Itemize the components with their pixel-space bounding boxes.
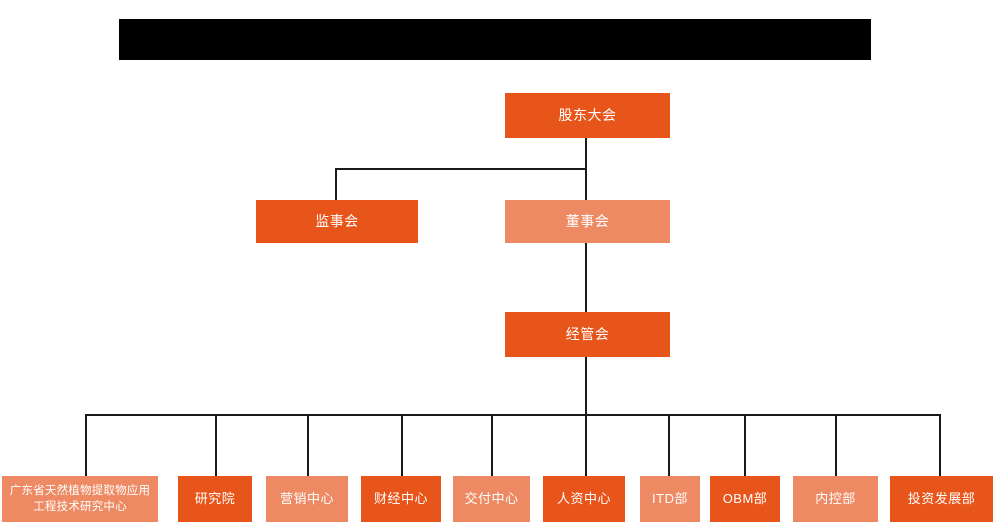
connector-shareholders-down (585, 138, 587, 170)
connector-drop-hr-center (585, 414, 587, 476)
node-investment-development-department[interactable]: 投资发展部 (890, 476, 993, 522)
node-label-research-institute: 研究院 (194, 491, 236, 507)
node-itd-department[interactable]: ITD部 (640, 476, 700, 522)
node-label-finance-center: 财经中心 (373, 491, 428, 507)
connector-drop-investment-development-department (939, 414, 941, 476)
connector-drop-marketing-center (307, 414, 309, 476)
connector-drop-directors (585, 168, 587, 200)
node-board-of-directors[interactable]: 董事会 (505, 200, 670, 243)
node-label-board-of-supervisors: 监事会 (315, 213, 359, 230)
connector-drop-delivery-center (491, 414, 493, 476)
node-obm-department[interactable]: OBM部 (710, 476, 780, 522)
connector-drop-obm-department (744, 414, 746, 476)
node-label-itd-department: ITD部 (652, 491, 688, 507)
node-label-delivery-center: 交付中心 (464, 491, 519, 507)
node-label-guangdong-research-center: 广东省天然植物提取物应用工程技术研究中心 (9, 484, 151, 513)
connector-drop-supervisors (335, 168, 337, 200)
node-label-marketing-center: 营销中心 (279, 491, 334, 507)
node-label-internal-control-department: 内控部 (815, 491, 856, 507)
node-finance-center[interactable]: 财经中心 (361, 476, 441, 522)
node-label-shareholders-meeting: 股东大会 (558, 107, 617, 124)
node-management-committee[interactable]: 经管会 (505, 312, 670, 357)
node-shareholders-meeting[interactable]: 股东大会 (505, 93, 670, 138)
node-label-obm-department: OBM部 (722, 491, 768, 507)
connector-drop-itd-department (668, 414, 670, 476)
connector-drop-finance-center (401, 414, 403, 476)
redacted-title-bar (119, 19, 871, 60)
connector-level4-bus (85, 414, 941, 416)
connector-directors-to-management (585, 242, 587, 312)
node-label-hr-center: 人资中心 (556, 491, 611, 507)
node-delivery-center[interactable]: 交付中心 (453, 476, 530, 522)
node-label-board-of-directors: 董事会 (565, 213, 610, 230)
node-label-management-committee: 经管会 (565, 326, 610, 343)
node-guangdong-research-center[interactable]: 广东省天然植物提取物应用工程技术研究中心 (2, 476, 158, 522)
connector-drop-internal-control-department (835, 414, 837, 476)
connector-drop-research-institute (215, 414, 217, 476)
node-hr-center[interactable]: 人资中心 (543, 476, 625, 522)
connector-level2-bus (335, 168, 587, 170)
node-marketing-center[interactable]: 营销中心 (266, 476, 348, 522)
connector-management-down (585, 357, 587, 415)
node-research-institute[interactable]: 研究院 (178, 476, 252, 522)
connector-drop-guangdong-research-center (85, 414, 87, 476)
node-board-of-supervisors[interactable]: 监事会 (256, 200, 418, 243)
node-internal-control-department[interactable]: 内控部 (793, 476, 878, 522)
node-label-investment-development-department: 投资发展部 (907, 491, 976, 507)
